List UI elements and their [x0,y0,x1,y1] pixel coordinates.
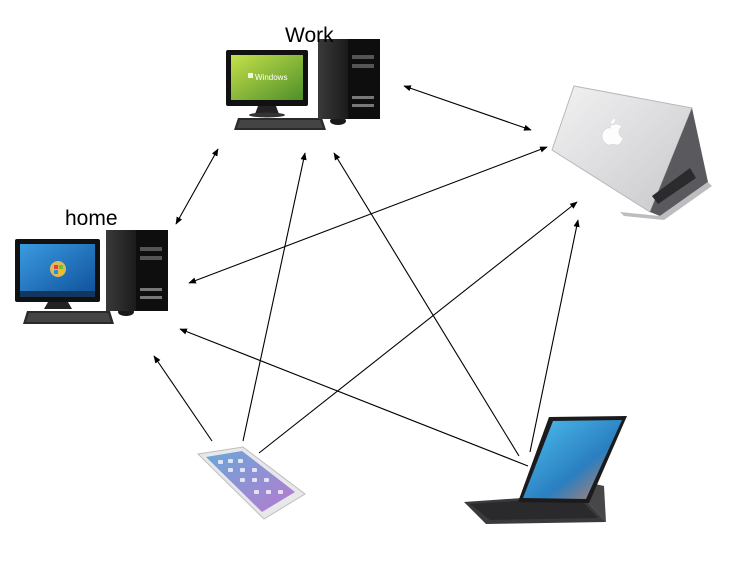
node-label-home: home [65,207,118,230]
edge-tablet-home [179,328,529,467]
edge-phone-home [153,355,213,442]
smartphone-icon [196,446,306,520]
apple-laptop-icon [551,85,712,220]
edge-work-home [175,148,219,225]
edge-phone-work [242,152,307,442]
edges [153,85,580,467]
edge-phone-laptop [258,201,578,454]
edge-tablet-laptop [529,219,580,453]
edge-tablet-work [333,152,520,457]
node-label-work: Work [285,24,334,47]
desktop-computer-windows7-icon [15,230,168,324]
edge-work-laptop [403,85,532,131]
work-screen-text: Windows [255,73,287,82]
desktop-computer-windows-icon: Windows [226,39,380,130]
tablet-with-keyboard-icon [464,416,627,524]
edge-laptop-home [188,146,548,284]
